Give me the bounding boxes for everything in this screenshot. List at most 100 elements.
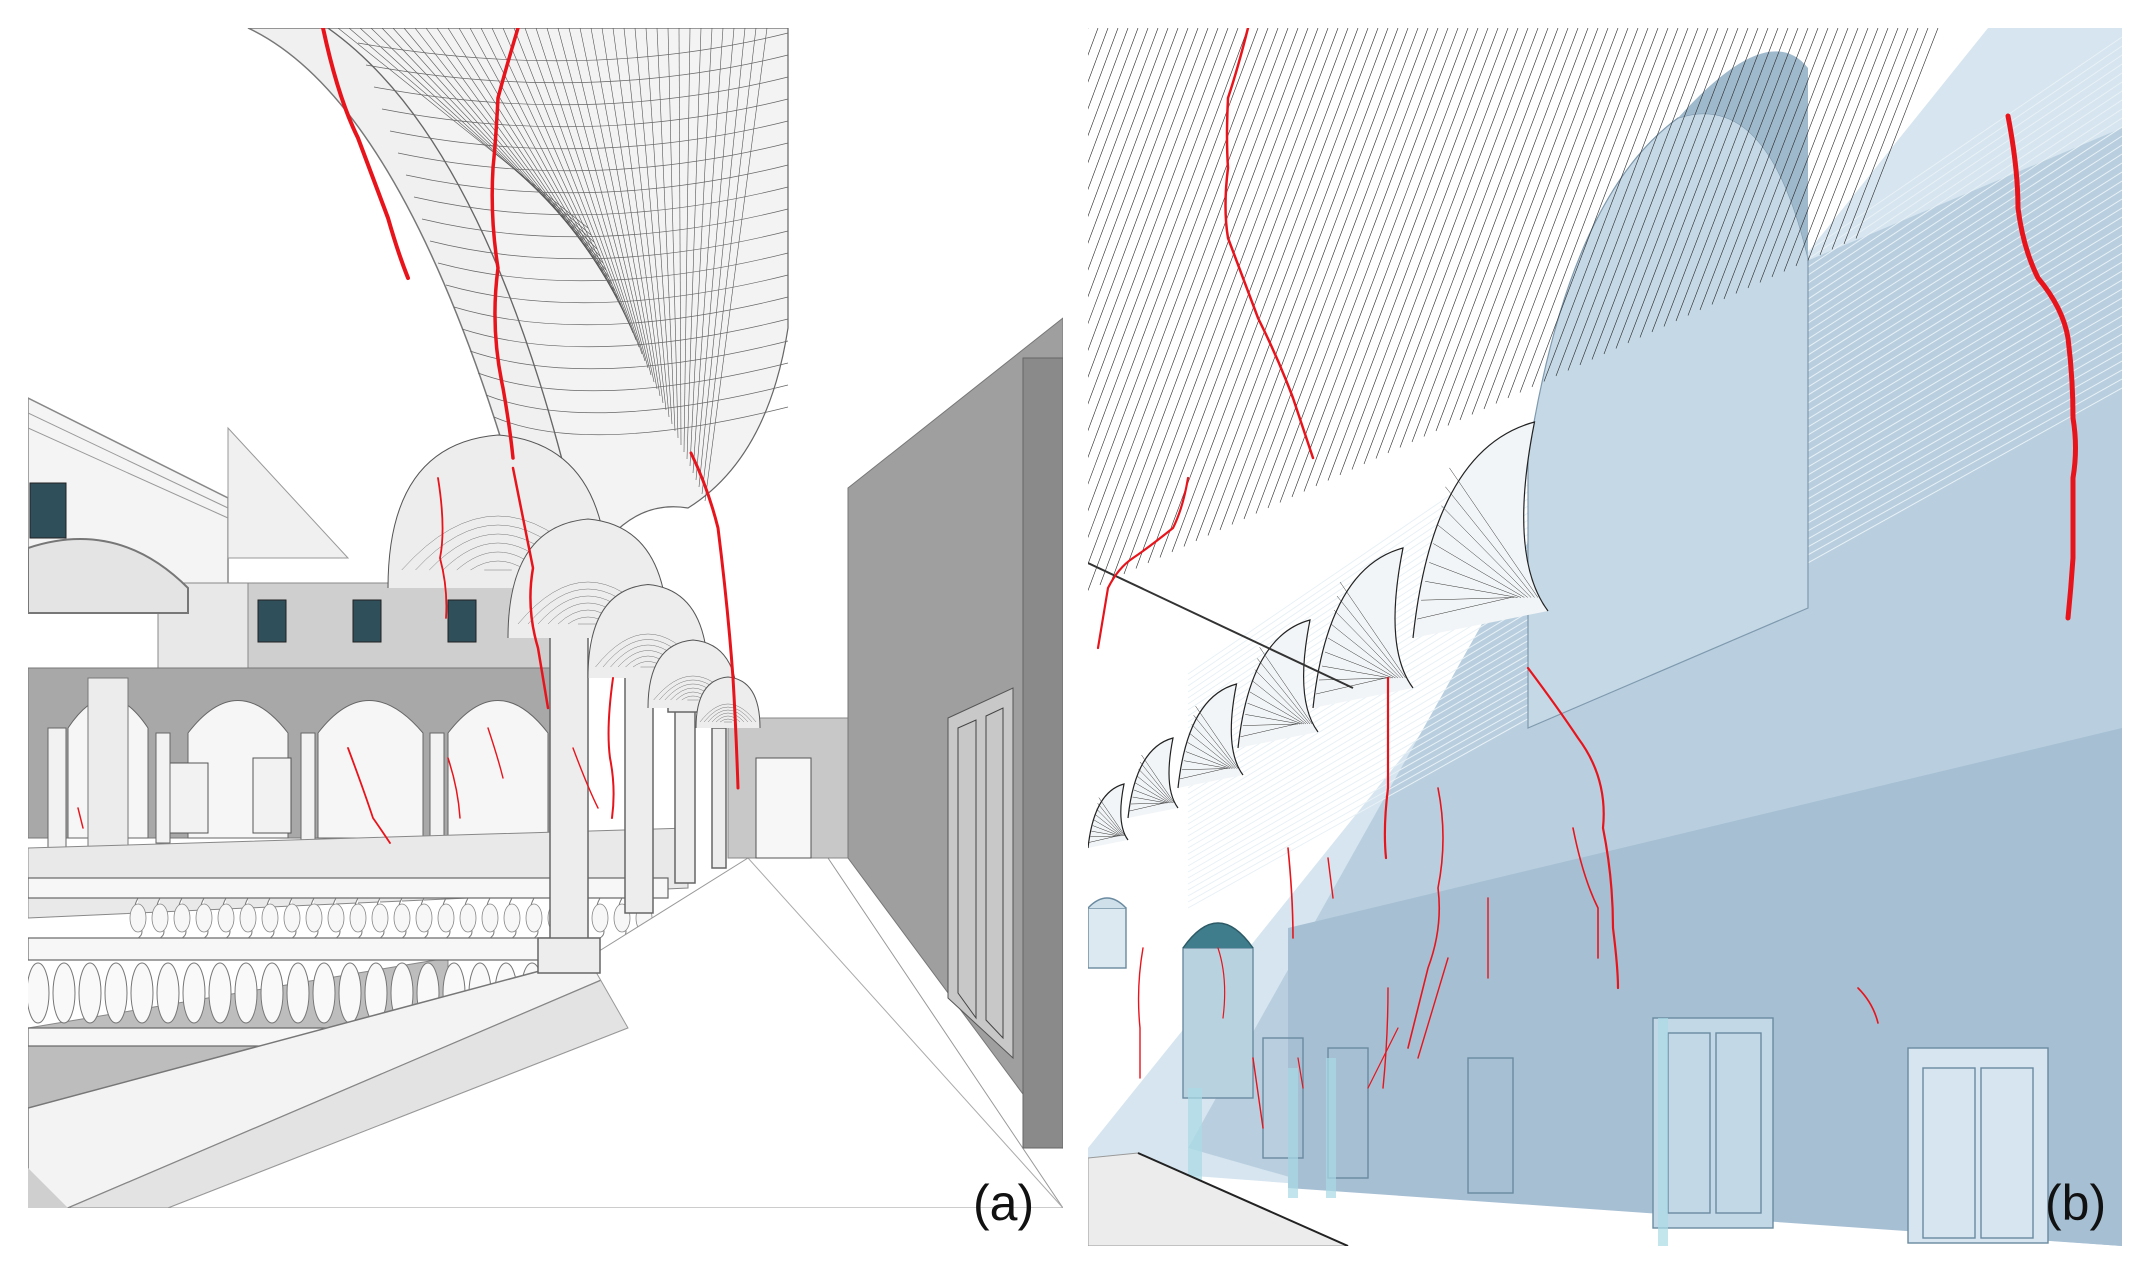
- baluster: [151, 903, 169, 933]
- mesh-line: [1441, 505, 1532, 598]
- mesh-line: [453, 296, 789, 326]
- mesh-line: [1088, 28, 1209, 351]
- baluster: [371, 903, 389, 933]
- mesh-line: [1181, 768, 1227, 771]
- window: [352, 599, 382, 643]
- mesh-line: [1855, 28, 1939, 239]
- mesh-line: [1123, 28, 1329, 575]
- mesh-line: [469, 340, 789, 370]
- mesh-line: [1303, 28, 1479, 492]
- door-leaf: [1715, 1032, 1762, 1214]
- mesh-line: [493, 406, 789, 436]
- baluster: [525, 903, 543, 933]
- column: [47, 727, 67, 849]
- mesh-line: [348, 28, 592, 236]
- vault-mesh-lines: [1088, 28, 1939, 591]
- mesh-line: [1699, 28, 1809, 311]
- mesh-line: [359, 28, 595, 243]
- mesh-line: [1363, 28, 1529, 465]
- mesh-line: [1435, 28, 1589, 432]
- mesh-line: [612, 28, 664, 404]
- column: [87, 677, 129, 849]
- mesh-line: [485, 384, 789, 414]
- mesh-line: [692, 28, 724, 474]
- mesh-line: [1088, 28, 1229, 405]
- mesh-line: [1783, 28, 1879, 272]
- door: [1467, 1057, 1514, 1194]
- mesh-line: [1254, 669, 1309, 725]
- panel-b-drawing: [1088, 28, 2122, 1246]
- mesh-line: [1129, 802, 1165, 812]
- mesh-line: [373, 76, 789, 106]
- courtyard-facade: [28, 397, 579, 799]
- mesh-line: [1231, 28, 1419, 525]
- column: [624, 667, 654, 914]
- mesh-line: [1375, 28, 1539, 459]
- mesh-line: [1795, 28, 1889, 267]
- mesh-line: [1219, 28, 1409, 531]
- baluster: [312, 962, 336, 1024]
- column: [549, 587, 589, 969]
- mesh-line: [1247, 702, 1303, 725]
- column-base: [537, 937, 601, 974]
- mesh-line: [513, 28, 637, 341]
- baluster: [338, 962, 362, 1024]
- mesh-line: [1088, 28, 1279, 539]
- mesh-line: [381, 28, 601, 257]
- mesh-line: [1088, 28, 1259, 485]
- mesh-line: [413, 186, 789, 216]
- mesh-line: [1507, 28, 1649, 399]
- door: [1262, 1037, 1304, 1159]
- mesh-line: [1191, 724, 1236, 769]
- panel-a-drawing: [28, 28, 1063, 1208]
- column: [155, 732, 171, 844]
- lower-openings: [1088, 897, 2049, 1244]
- mesh-line: [1189, 733, 1234, 769]
- mesh-line: [1171, 28, 1369, 553]
- door-leaf: [1922, 1067, 1976, 1239]
- mesh-line: [1663, 28, 1779, 327]
- mesh-line: [1193, 715, 1237, 769]
- window: [29, 482, 67, 539]
- mesh-line: [1088, 28, 1269, 512]
- mesh-line: [1330, 623, 1399, 679]
- baluster: [173, 903, 191, 933]
- groin-lobe: [695, 676, 761, 729]
- mesh-line: [502, 28, 634, 334]
- mesh-line: [447, 28, 619, 299]
- panel-b-transparent-model: [1088, 28, 2122, 1246]
- mesh-line: [1088, 28, 1179, 271]
- mesh-line: [1132, 796, 1167, 804]
- mesh-line: [698, 28, 746, 488]
- mesh-line: [1579, 28, 1709, 366]
- mesh-line: [1807, 28, 1899, 261]
- mesh-line: [1591, 28, 1719, 360]
- mesh-line: [1567, 28, 1699, 371]
- baluster: [130, 962, 154, 1024]
- mesh-line: [1651, 28, 1769, 333]
- mesh-line: [421, 208, 789, 238]
- mesh-line: [1139, 761, 1174, 804]
- mesh-line: [1327, 637, 1396, 679]
- mesh-line: [1088, 28, 1249, 458]
- mesh-line: [686, 28, 702, 460]
- mesh-line: [667, 28, 679, 439]
- baluster: [28, 962, 50, 1024]
- baluster: [156, 962, 180, 1024]
- mesh-line: [477, 362, 789, 392]
- mesh-line: [436, 28, 616, 292]
- mesh-line: [1259, 647, 1313, 725]
- mesh-line: [405, 164, 789, 194]
- mesh-line: [365, 54, 789, 84]
- baluster: [437, 903, 455, 933]
- mesh-line: [1089, 835, 1118, 843]
- courtyard-arcade: [28, 667, 589, 849]
- mesh-line: [1675, 28, 1789, 322]
- mesh-line: [1387, 28, 1549, 454]
- mesh-line: [1179, 768, 1226, 780]
- mesh-line: [699, 703, 757, 723]
- baluster: [217, 903, 235, 933]
- mesh-line: [1098, 797, 1126, 837]
- mesh-line: [1130, 802, 1166, 805]
- mesh-line: [1771, 28, 1869, 278]
